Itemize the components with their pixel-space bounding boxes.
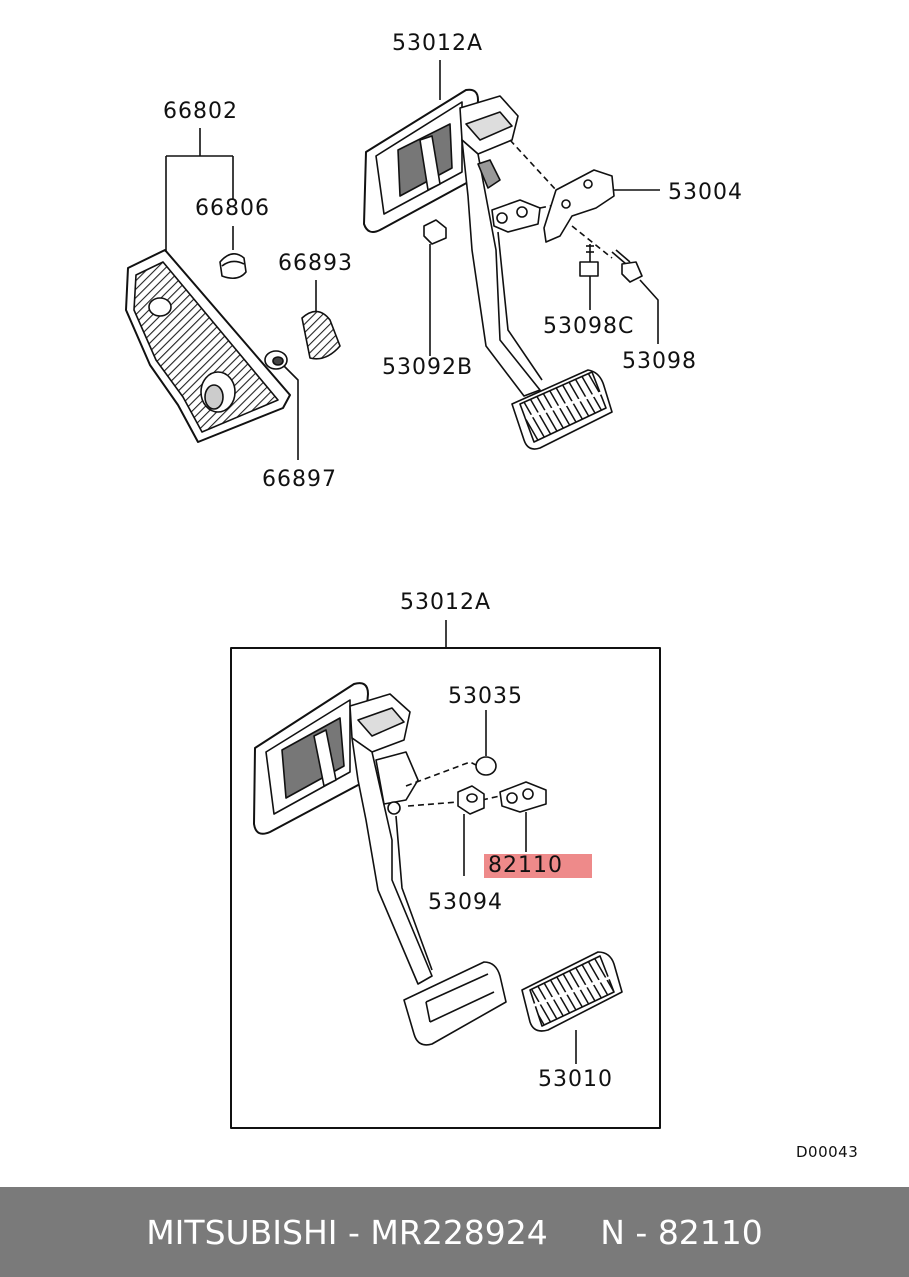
label-53012A-bottom: 53012A xyxy=(400,590,492,615)
footer-part-number: MITSUBISHI - MR228924 N - 82110 xyxy=(146,1212,763,1252)
diagram-code: D00043 xyxy=(796,1143,859,1161)
stopper-53035 xyxy=(475,710,497,776)
diagram-drawing xyxy=(125,60,661,1129)
bracket-53004 xyxy=(543,169,660,243)
pedal-assembly-bottom xyxy=(253,682,507,1046)
bolt-53098C xyxy=(579,244,599,310)
holder-53094 xyxy=(457,785,485,876)
label-53012A-top: 53012A xyxy=(392,31,484,56)
label-53092B: 53092B xyxy=(382,355,474,380)
clip-66806 xyxy=(219,226,247,280)
label-82110-highlighted: 82110 xyxy=(484,854,592,878)
label-53010: 53010 xyxy=(538,1067,613,1092)
pedal-assembly-top xyxy=(363,60,613,450)
assembly-frame xyxy=(230,647,661,1129)
label-53004: 53004 xyxy=(668,180,743,205)
switch-82110 xyxy=(499,781,547,852)
grommet-66897 xyxy=(264,350,299,460)
label-53098C: 53098C xyxy=(543,314,635,339)
label-66806: 66806 xyxy=(195,196,270,221)
label-66893: 66893 xyxy=(278,251,353,276)
footer-bar: MITSUBISHI - MR228924 N - 82110 xyxy=(0,1187,909,1277)
label-66802: 66802 xyxy=(163,99,238,124)
label-53035: 53035 xyxy=(448,684,523,709)
floor-mat-66802 xyxy=(125,249,291,443)
bolt-53098 xyxy=(611,249,659,344)
pedal-pad-53010 xyxy=(521,951,623,1064)
label-53098: 53098 xyxy=(622,349,697,374)
leader-66802 xyxy=(165,128,234,252)
bushing-53092B xyxy=(423,219,447,356)
label-53094: 53094 xyxy=(428,890,503,915)
label-66897: 66897 xyxy=(262,467,337,492)
pad-66893 xyxy=(301,280,341,360)
